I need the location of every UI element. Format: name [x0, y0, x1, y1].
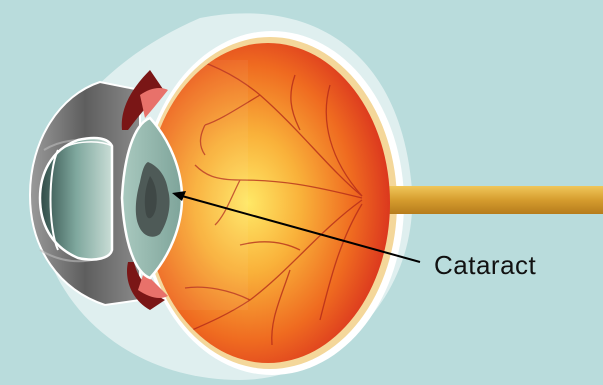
optic-nerve: [360, 184, 603, 216]
cataract-label: Cataract: [434, 250, 536, 281]
